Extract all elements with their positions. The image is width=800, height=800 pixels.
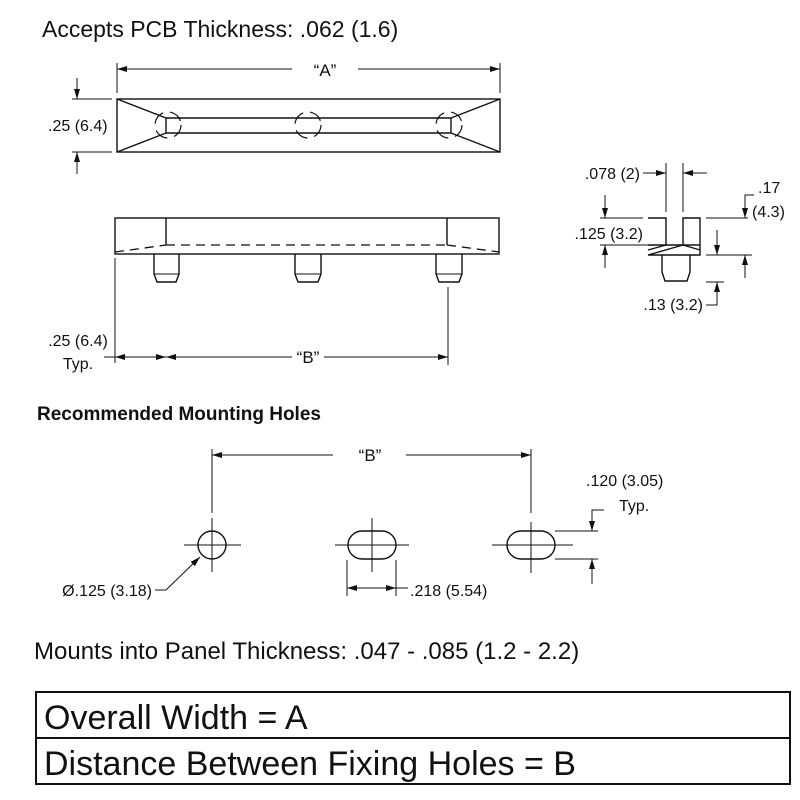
dim-b-label: “B” [297,348,320,367]
pin [153,254,180,283]
dim-a-label: “A” [314,61,337,80]
offset-dim-label: .25 (6.4) [48,333,108,350]
end-view: .078 (2) .17 (4.3) .13 (3.2) .125 (3.2) [575,163,785,314]
body-height-label: .125 (3.2) [575,226,643,243]
pcb-thickness-label: Accepts PCB Thickness: .062 (1.6) [42,16,398,42]
slot-hole [492,522,573,573]
hole-diameter-label: Ø.125 (3.18) [62,583,152,600]
mounting-title: Recommended Mounting Holes [37,404,321,425]
top-view: “A” .25 (6.4) [48,61,501,174]
pin [294,254,322,283]
panel-thickness-label: Mounts into Panel Thickness: .047 - .085… [34,638,579,665]
side-view: “B” .25 (6.4) Typ. [48,217,500,373]
mounting-holes: Recommended Mounting Holes “B” Ø.125 (3.… [37,404,663,600]
offset-typ-label: Typ. [63,356,93,373]
legend-row-a: Overall Width = A [44,699,308,737]
pin [435,254,463,283]
pin-length-label: .13 (3.2) [643,297,703,314]
hole-dim-b-label: “B” [359,446,382,465]
overall-height-label-2: (4.3) [752,204,785,221]
legend-table: Overall Width = A Distance Between Fixin… [35,691,791,785]
round-hole [184,518,241,572]
legend-row-b: Distance Between Fixing Holes = B [44,745,576,783]
slot-width-label: .078 (2) [585,166,640,183]
overall-height-label-1: .17 [758,180,780,197]
slot-width-label: .120 (3.05) [586,473,663,490]
slot-length-label: .218 (5.54) [410,583,487,600]
height-dim-label: .25 (6.4) [48,118,108,135]
slot-hole [335,518,409,572]
slot-width-typ-label: Typ. [619,498,649,515]
